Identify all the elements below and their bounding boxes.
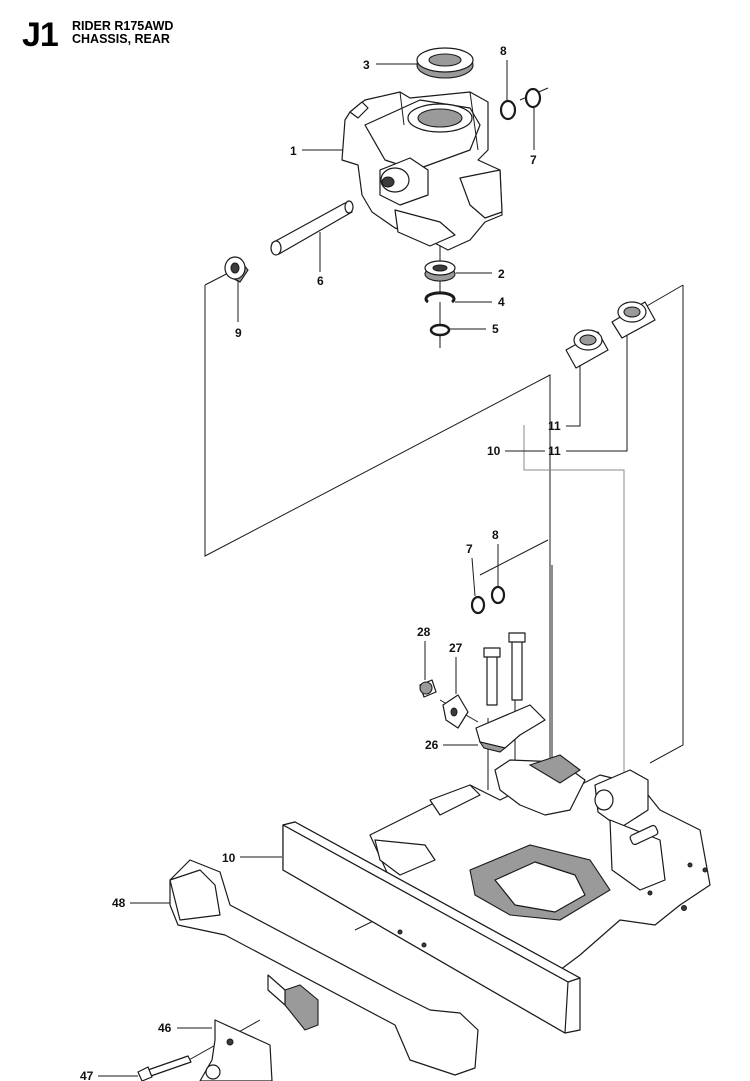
rear-bumper-part-10 <box>282 821 581 1034</box>
callout-4: 4 <box>498 295 505 309</box>
callout-10-left: 10 <box>222 851 236 865</box>
rings-parts-7-8-upper <box>499 87 542 121</box>
section-name: CHASSIS, REAR <box>72 32 170 46</box>
callout-11-upper: 11 <box>548 419 561 433</box>
pivot-housing-part-1 <box>341 91 503 251</box>
callout-28: 28 <box>417 625 431 639</box>
bearing-part-2 <box>424 260 456 282</box>
callout-8-lower: 8 <box>492 528 499 542</box>
hitch-bracket-part-46 <box>199 1019 273 1081</box>
callout-47: 47 <box>80 1069 94 1081</box>
front-weight-part-48 <box>169 859 479 1076</box>
callout-10-right: 10 <box>487 444 501 458</box>
callout-1: 1 <box>290 144 297 158</box>
rear-chassis-frame <box>369 754 711 986</box>
callout-46: 46 <box>158 1021 172 1035</box>
seal-part-3 <box>416 47 474 79</box>
callout-48: 48 <box>112 896 126 910</box>
callout-7-lower: 7 <box>466 542 473 556</box>
model-name: RIDER R175AWD <box>72 19 174 33</box>
callout-labels: 3 8 7 1 6 9 2 4 5 11 10 11 7 8 <box>80 44 628 1081</box>
callout-9: 9 <box>235 326 242 340</box>
section-code: J1 <box>22 16 59 54</box>
callout-27: 27 <box>449 641 463 655</box>
shaft-part-6 <box>270 200 354 256</box>
callout-6: 6 <box>317 274 324 288</box>
spacers-part-11 <box>565 301 656 369</box>
callout-3: 3 <box>363 58 370 72</box>
callout-2: 2 <box>498 267 505 281</box>
callout-11-lower: 11 <box>548 444 561 458</box>
callout-8-upper: 8 <box>500 44 507 58</box>
diagram-title-block: RIDER R175AWD CHASSIS, REAR <box>72 20 173 46</box>
circlip-part-4 <box>424 291 456 304</box>
callout-26: 26 <box>425 738 439 752</box>
callout-7-upper: 7 <box>530 153 537 167</box>
bushing-part-9 <box>224 256 249 283</box>
washer-part-5 <box>429 323 451 337</box>
rings-parts-7-8-lower <box>470 585 506 615</box>
bolt-part-47 <box>137 1055 192 1081</box>
callout-5: 5 <box>492 322 499 336</box>
bracket-assembly-parts-26-27-28 <box>419 632 546 753</box>
